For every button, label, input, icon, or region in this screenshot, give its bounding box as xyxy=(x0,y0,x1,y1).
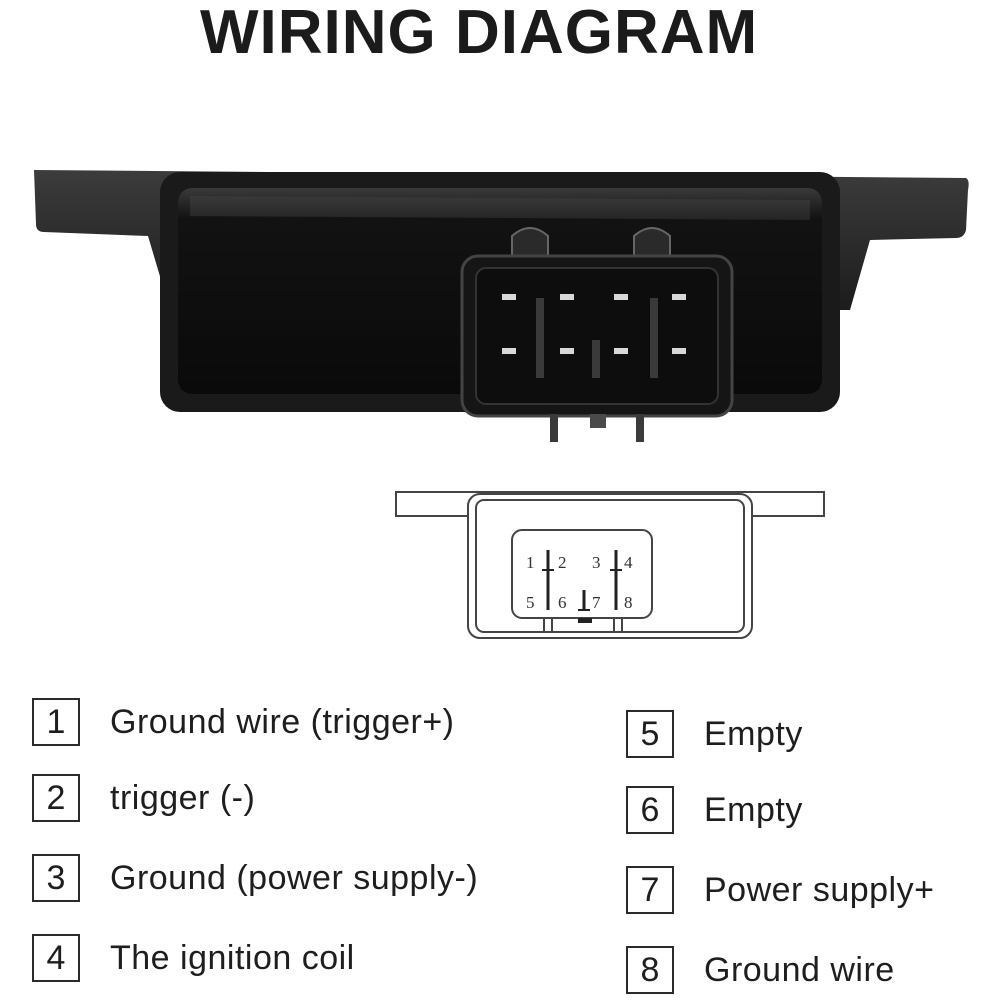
pin-label: 3 xyxy=(592,553,601,572)
legend-label: Empty xyxy=(704,790,803,829)
cdi-module-photo xyxy=(30,160,970,450)
pin-label: 5 xyxy=(526,593,535,612)
legend-label: Empty xyxy=(704,714,803,753)
legend-number: 5 xyxy=(626,710,674,758)
legend-item-3: 3 Ground (power supply-) xyxy=(32,852,478,904)
legend-number: 8 xyxy=(626,946,674,994)
legend-item-8: 8 Ground wire xyxy=(626,944,895,996)
legend-item-1: 1 Ground wire (trigger+) xyxy=(32,696,455,748)
legend-item-7: 7 Power supply+ xyxy=(626,864,934,916)
legend-number: 4 xyxy=(32,934,80,982)
pin-label: 1 xyxy=(526,553,535,572)
connector-schematic: 1 2 3 4 5 6 7 8 xyxy=(392,488,828,644)
pin-label: 8 xyxy=(624,593,633,612)
legend-label: Ground wire (trigger+) xyxy=(110,702,455,741)
pin-label: 6 xyxy=(558,593,567,612)
legend-number: 1 xyxy=(32,698,80,746)
legend-item-2: 2 trigger (-) xyxy=(32,772,255,824)
page-title: WIRING DIAGRAM xyxy=(200,0,759,67)
legend-item-5: 5 Empty xyxy=(626,708,803,760)
pin-label: 7 xyxy=(592,593,601,612)
pin-label: 2 xyxy=(558,553,567,572)
pin-label: 4 xyxy=(624,553,633,572)
legend-label: Ground wire xyxy=(704,950,895,989)
legend-number: 7 xyxy=(626,866,674,914)
legend-number: 2 xyxy=(32,774,80,822)
legend-number: 3 xyxy=(32,854,80,902)
legend-label: Ground (power supply-) xyxy=(110,858,479,897)
legend-label: trigger (-) xyxy=(110,778,256,817)
legend-number: 6 xyxy=(626,786,674,834)
legend-label: The ignition coil xyxy=(110,938,355,977)
legend-item-4: 4 The ignition coil xyxy=(32,932,355,984)
legend-label: Power supply+ xyxy=(704,870,935,909)
legend-item-6: 6 Empty xyxy=(626,784,803,836)
